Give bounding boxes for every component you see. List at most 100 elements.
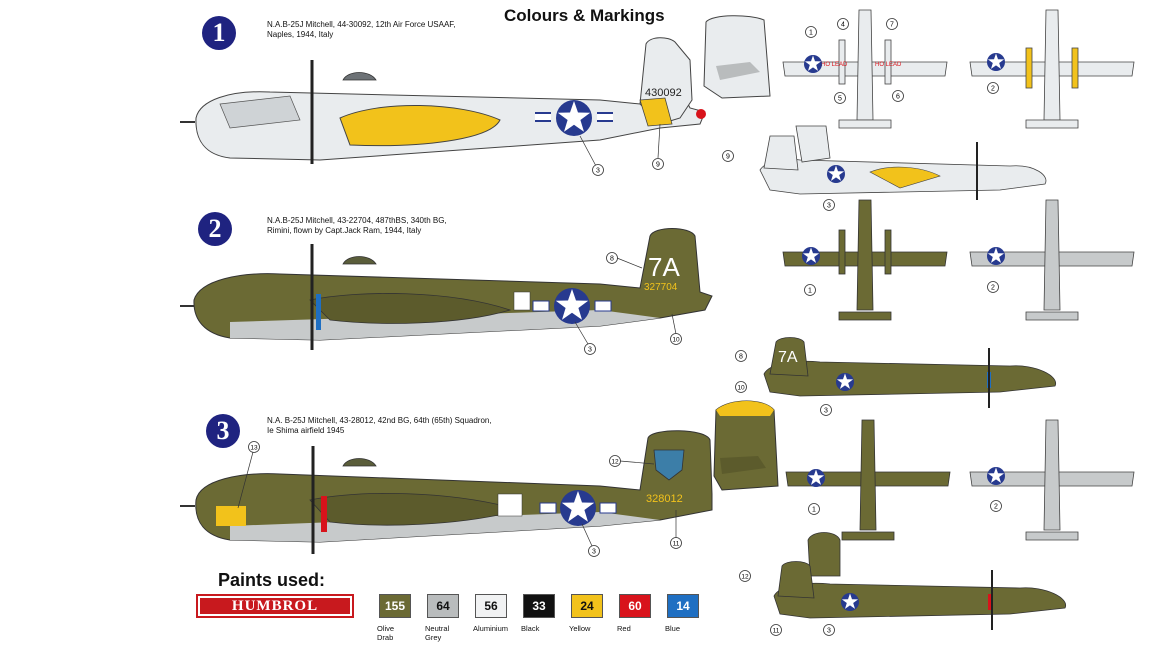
scheme-1-badge: 1 xyxy=(202,16,236,50)
callout-12-b: 12 xyxy=(739,570,751,582)
paint-name-24: Yellow xyxy=(569,624,591,633)
svg-text:2: 2 xyxy=(991,86,995,93)
svg-text:1: 1 xyxy=(809,30,813,37)
svg-text:10: 10 xyxy=(737,385,745,392)
svg-text:3: 3 xyxy=(596,168,600,175)
callout-9-a: 9 xyxy=(652,123,664,170)
callout-group: 3 9 1 4 7 5 6 2 9 3 8 3 10 1 2 8 10 3 13… xyxy=(237,18,1002,636)
svg-text:9: 9 xyxy=(726,154,730,161)
svg-text:7A: 7A xyxy=(778,349,798,366)
small-side-view-1 xyxy=(759,125,1047,200)
callout-6: 6 xyxy=(892,90,904,102)
callout-7: 7 xyxy=(886,18,898,30)
plan-view-1-top: HO LEAD HO LEAD xyxy=(782,9,948,129)
paint-swatch-64: 64 xyxy=(427,594,459,618)
callout-8-a: 8 xyxy=(606,252,643,269)
svg-text:11: 11 xyxy=(773,628,780,635)
aircraft-3-tail-detail xyxy=(713,400,779,491)
svg-text:11: 11 xyxy=(673,541,680,548)
aircraft-1-side-view: 430092 xyxy=(180,37,706,164)
paint-name-56: Aluminium xyxy=(473,624,509,633)
paint-swatch-14: 14 xyxy=(667,594,699,618)
paint-swatch-60: 60 xyxy=(619,594,651,618)
scheme-2-caption-line2: Rimini, flown by Capt.Jack Ram, 1944, It… xyxy=(267,226,422,235)
callout-13: 13 xyxy=(237,441,260,509)
scheme-3-caption-line1: N.A. B-25J Mitchell, 43-28012, 42nd BG, … xyxy=(267,416,492,425)
paint-name-14: Blue xyxy=(665,624,681,633)
aircraft-2-tail-code: 7A xyxy=(648,252,680,282)
plan-view-3-top xyxy=(785,419,951,541)
callout-3-d: 3 xyxy=(820,404,832,416)
paint-swatch-56: 56 xyxy=(475,594,507,618)
svg-text:HO LEAD: HO LEAD xyxy=(875,62,902,68)
aircraft-2-side-view: 7A 327704 xyxy=(180,228,713,350)
callout-3-f: 3 xyxy=(823,624,835,636)
svg-text:3: 3 xyxy=(827,203,831,210)
scheme-3-badge: 3 xyxy=(206,414,240,448)
callout-3-e: 3 xyxy=(581,523,600,557)
paints-title: Paints used: xyxy=(218,570,326,590)
svg-text:5: 5 xyxy=(838,96,842,103)
plan-view-1-bottom xyxy=(969,9,1135,129)
svg-text:8: 8 xyxy=(610,256,614,263)
svg-text:8: 8 xyxy=(739,354,743,361)
aircraft-1-serial: 430092 xyxy=(645,87,682,99)
svg-text:1: 1 xyxy=(812,507,816,514)
callout-1-c: 1 xyxy=(808,503,820,515)
callout-1-a: 1 xyxy=(805,26,817,38)
paint-name-60: Red xyxy=(617,624,631,633)
paint-swatch-155: 155 xyxy=(379,594,411,618)
svg-text:3: 3 xyxy=(592,549,596,556)
aircraft-2-serial: 327704 xyxy=(644,282,678,293)
paint-swatch-24: 24 xyxy=(571,594,603,618)
callout-12-a: 12 xyxy=(609,455,655,467)
humbrol-logo-text: HUMBROL xyxy=(200,598,350,614)
svg-text:3: 3 xyxy=(588,347,592,354)
svg-text:9: 9 xyxy=(656,162,660,169)
page-title: Colours & Markings xyxy=(504,6,665,25)
svg-text:4: 4 xyxy=(841,22,845,29)
callout-9-b: 9 xyxy=(722,150,734,162)
aircraft-3-serial: 328012 xyxy=(646,493,683,505)
paint-name-33: Black xyxy=(521,624,540,633)
paint-swatch-33: 33 xyxy=(523,594,555,618)
callout-8-b: 8 xyxy=(735,350,747,362)
scheme-2-caption-line1: N.A.B-25J Mitchell, 43-22704, 487thBS, 3… xyxy=(267,216,447,225)
humbrol-logo: HUMBROL xyxy=(196,594,354,618)
svg-text:12: 12 xyxy=(611,459,619,466)
svg-text:6: 6 xyxy=(896,94,900,101)
scheme-1-caption-line1: N.A.B-25J Mitchell, 44-30092, 12th Air F… xyxy=(267,20,456,29)
svg-text:2: 2 xyxy=(994,504,998,511)
scheme-1-caption-line2: Naples, 1944, Italy xyxy=(267,30,334,39)
callout-2-a: 2 xyxy=(987,82,999,94)
svg-text:3: 3 xyxy=(824,408,828,415)
svg-text:12: 12 xyxy=(741,574,749,581)
small-side-view-3 xyxy=(773,561,1066,630)
svg-text:13: 13 xyxy=(250,445,258,452)
small-side-view-2: 7A xyxy=(763,337,1056,408)
svg-text:HO LEAD: HO LEAD xyxy=(821,62,848,68)
callout-10-b: 10 xyxy=(735,381,747,393)
svg-text:3: 3 xyxy=(827,628,831,635)
scheme-2-caption: N.A.B-25J Mitchell, 43-22704, 487thBS, 3… xyxy=(267,216,527,236)
aircraft-3-side-view: 328012 xyxy=(180,430,713,554)
small-tail-3 xyxy=(807,532,841,577)
svg-text:1: 1 xyxy=(808,288,812,295)
svg-text:2: 2 xyxy=(991,285,995,292)
plan-view-3-bottom xyxy=(969,419,1135,541)
callout-2-c: 2 xyxy=(990,500,1002,512)
svg-text:10: 10 xyxy=(672,337,680,344)
plan-view-2-bottom xyxy=(969,199,1135,321)
callout-11-a: 11 xyxy=(670,510,682,549)
callout-10-a: 10 xyxy=(670,313,682,345)
callout-4: 4 xyxy=(837,18,849,30)
callout-3-c: 3 xyxy=(574,321,596,355)
scheme-3-caption-line2: Ie Shima airfield 1945 xyxy=(267,426,345,435)
callout-1-b: 1 xyxy=(804,284,816,296)
callout-2-b: 2 xyxy=(987,281,999,293)
callout-3-b: 3 xyxy=(823,199,835,211)
callout-3-a: 3 xyxy=(579,135,604,176)
scheme-2-badge: 2 xyxy=(198,212,232,246)
